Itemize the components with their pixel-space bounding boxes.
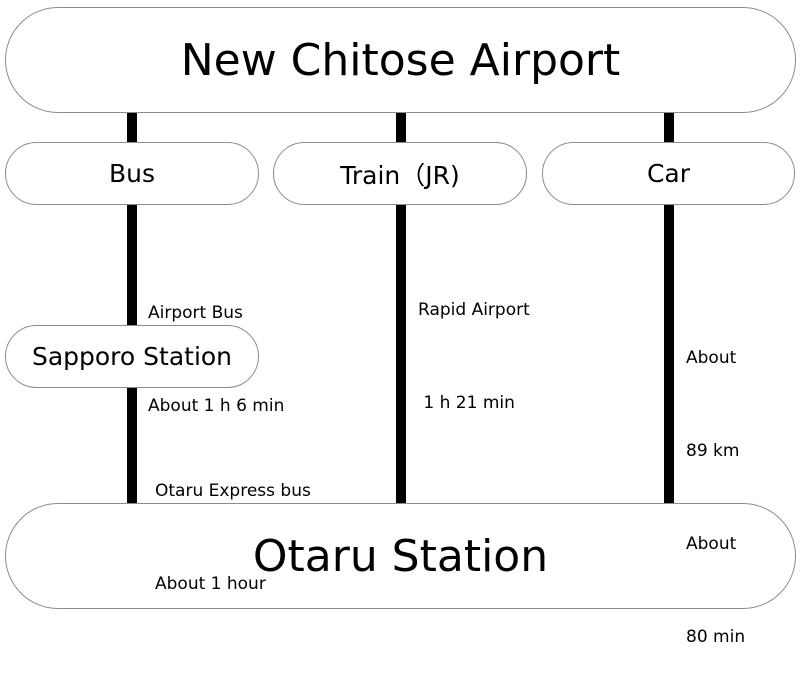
train-mode-label: Train（JR) [340, 160, 460, 190]
destination-label: Otaru Station [252, 530, 549, 582]
bus-mode-label: Bus [108, 159, 156, 188]
origin-label: New Chitose Airport [180, 34, 621, 86]
origin-node: New Chitose Airport [5, 7, 796, 113]
train-service: Rapid Airport [418, 300, 530, 320]
transfer-node: Sapporo Station [5, 325, 259, 388]
transfer-label: Sapporo Station [31, 342, 233, 371]
airport-bus-duration: About 1 h 6 min [148, 396, 285, 416]
otaru-bus-duration: About 1 hour [155, 574, 266, 594]
bus-mode-node: Bus [5, 142, 259, 205]
otaru-bus-note: Otaru Express bus About 1 hour [155, 414, 311, 631]
car-mode-node: Car [542, 142, 795, 205]
train-duration: 1 h 21 min [418, 393, 515, 413]
airport-bus-note: Airport Bus About 1 h 6 min [148, 236, 284, 453]
car-note: About 89 km About 80 min [686, 281, 745, 684]
car-mode-label: Car [646, 159, 691, 188]
bus-route-line [127, 113, 137, 505]
train-route-line [396, 113, 406, 505]
airport-bus-service: Airport Bus [148, 303, 243, 323]
car-route-line [664, 113, 674, 505]
car-time-prefix: About [686, 534, 737, 554]
otaru-bus-service: Otaru Express bus [155, 481, 311, 501]
car-duration: 80 min [686, 627, 746, 647]
car-distance-prefix: About [686, 348, 737, 368]
train-mode-node: Train（JR) [273, 142, 527, 205]
car-distance: 89 km [686, 441, 740, 461]
destination-node: Otaru Station [5, 503, 796, 609]
train-note: Rapid Airport 1 h 21 min [418, 233, 530, 450]
